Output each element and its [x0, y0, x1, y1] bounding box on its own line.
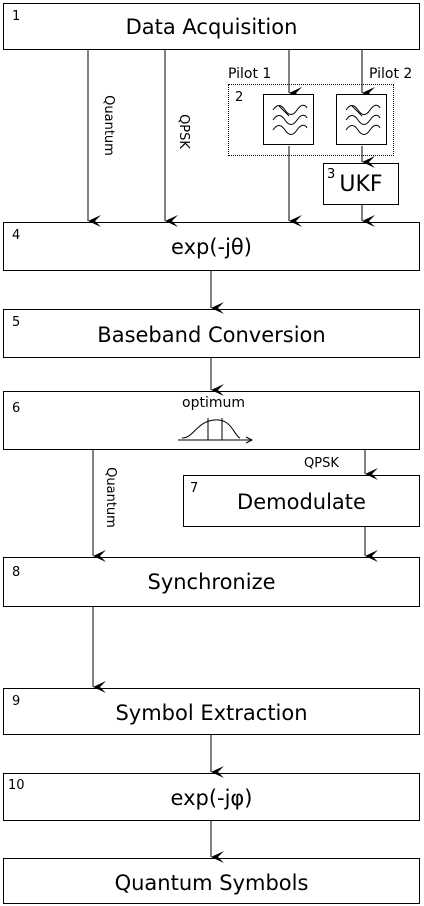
block-filter-group: 2 — [228, 84, 394, 156]
optimum-label: optimum — [182, 395, 245, 411]
block-title: Synchronize — [147, 570, 276, 594]
block-number: 6 — [12, 401, 21, 416]
edge-label-quantum-top: Quantum — [100, 95, 116, 156]
edge-label-quantum-mid: Quantum — [102, 467, 118, 528]
block-number: 5 — [12, 315, 21, 330]
block-number: 3 — [327, 167, 336, 182]
edge-label-qpsk-top: QPSK — [175, 114, 191, 149]
bandpass-filter-icon — [263, 94, 314, 145]
block-title: Quantum Symbols — [114, 871, 309, 895]
block-title: Data Acquisition — [125, 15, 298, 39]
optimum-curve-icon — [178, 418, 254, 444]
block-title: Demodulate — [237, 490, 366, 514]
block-number: 8 — [12, 565, 21, 580]
block-title: exp(-jφ) — [170, 786, 253, 810]
block-number: 7 — [190, 481, 199, 496]
block-synchronize: 8 Synchronize — [3, 557, 420, 607]
block-title: UKF — [339, 172, 383, 197]
block-number: 10 — [8, 778, 25, 793]
block-title: exp(-jθ) — [171, 235, 252, 259]
block-ukf: 3 UKF — [323, 163, 399, 205]
block-quantum-symbols: Quantum Symbols — [3, 858, 420, 904]
block-optimum: 6 optimum — [3, 391, 420, 450]
edge-label-pilot2: Pilot 2 — [369, 66, 413, 82]
block-phase-rotation-theta: 4 exp(-jθ) — [3, 222, 420, 271]
block-number: 2 — [235, 90, 244, 105]
block-baseband-conversion: 5 Baseband Conversion — [3, 309, 420, 358]
edge-label-qpsk-mid: QPSK — [304, 456, 339, 471]
block-number: 4 — [12, 228, 21, 243]
block-number: 9 — [12, 694, 21, 709]
block-title: Symbol Extraction — [115, 701, 308, 725]
edge-label-pilot1: Pilot 1 — [228, 66, 272, 82]
block-data-acquisition: 1 Data Acquisition — [3, 3, 420, 50]
block-demodulate: 7 Demodulate — [183, 475, 420, 527]
bandpass-filter-icon — [336, 94, 387, 145]
block-title: Baseband Conversion — [97, 323, 326, 347]
block-phase-rotation-phi: 10 exp(-jφ) — [3, 773, 420, 821]
block-symbol-extraction: 9 Symbol Extraction — [3, 688, 420, 735]
block-number: 1 — [12, 9, 21, 24]
